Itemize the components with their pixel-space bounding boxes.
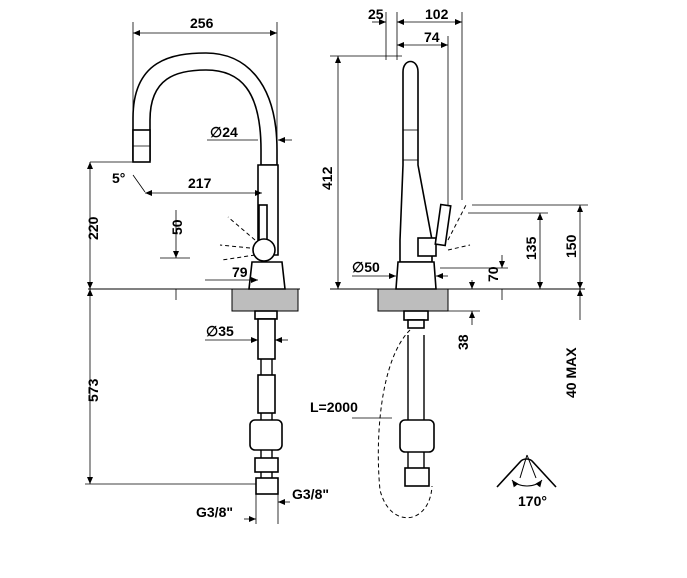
dim-lever-height-2: 135	[523, 236, 539, 260]
dim-tilt-angle: 5°	[112, 170, 125, 186]
side-view: 25 102 74 412 ∅50 L=2000 150 135 70 38 4…	[310, 6, 588, 519]
dim-body-diameter: ∅35	[206, 323, 234, 339]
front-view: 256 ∅24 5° 217 220 50 79 ∅35 573	[85, 15, 329, 524]
dim-depth-total: 102	[425, 6, 449, 22]
dim-hose-length: L=2000	[310, 399, 358, 415]
dim-reach: 217	[188, 175, 212, 191]
lever-side	[417, 237, 437, 257]
lever-front	[258, 204, 268, 241]
dim-base-diameter: ∅50	[352, 259, 380, 275]
lever-knob-front	[252, 238, 276, 262]
dim-lever-height-3: 70	[485, 266, 501, 282]
dim-lever-offset: 50	[169, 219, 185, 235]
mixer-body-side	[399, 60, 433, 263]
countertop-section-front	[231, 288, 299, 312]
connector-block-front	[249, 419, 283, 451]
dim-deck-max: 40 MAX	[563, 347, 579, 398]
connector-block-side	[399, 419, 435, 453]
dim-connection-right: G3/8"	[292, 486, 329, 502]
rotation-icon: 170°	[496, 454, 557, 509]
dim-back-offset: 25	[368, 6, 384, 22]
dim-width: 256	[190, 15, 214, 31]
dim-lever-depth: 74	[424, 29, 440, 45]
dim-deck-thickness: 38	[455, 334, 471, 350]
dim-base-to-lever: 79	[232, 264, 248, 280]
dim-lever-height-1: 150	[563, 234, 579, 258]
dim-height-below-spout: 220	[85, 216, 101, 240]
rotation-angle: 170°	[518, 493, 547, 509]
dim-total-height: 412	[319, 166, 335, 190]
spout-arc-front	[132, 52, 278, 166]
dim-underside-length: 573	[85, 378, 101, 402]
dim-connection-left: G3/8"	[196, 504, 233, 520]
dim-spout-diameter: ∅24	[210, 124, 238, 140]
countertop-section-side	[377, 288, 449, 312]
